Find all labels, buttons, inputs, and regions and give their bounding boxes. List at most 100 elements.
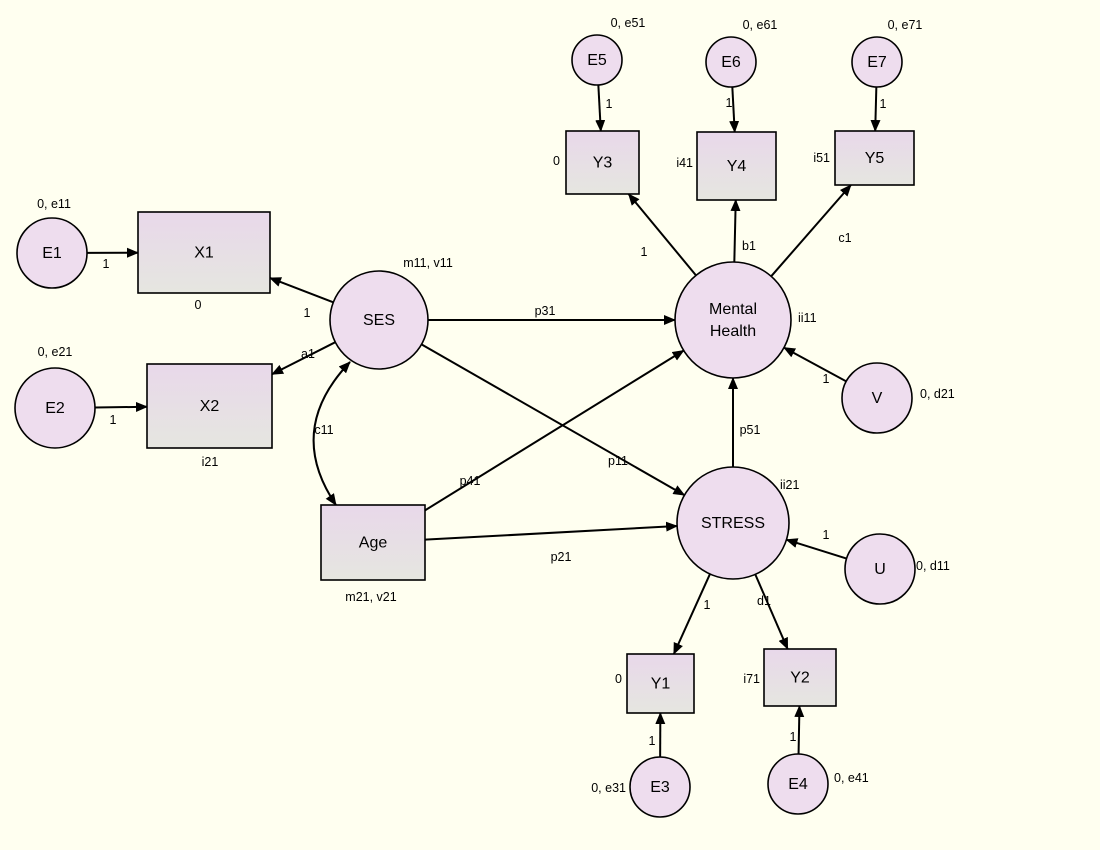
path-coefficient-label: b1 — [742, 239, 756, 253]
variable-name: Age — [359, 535, 388, 552]
variable-parameter-label: 0 — [553, 154, 560, 168]
latent-variable-e6: E6 — [705, 36, 757, 88]
variable-name: E1 — [42, 245, 62, 262]
variable-parameter-label: i51 — [813, 151, 830, 165]
variable-name: Y1 — [651, 676, 671, 693]
variable-circle — [14, 367, 96, 449]
path-arrow-stress-to-y1 — [672, 573, 711, 655]
variable-box — [137, 211, 271, 294]
path-arrow-stress-to-y2 — [754, 573, 789, 650]
path-arrow-ses-to-x2 — [271, 341, 336, 376]
latent-variable-e7: E7 — [851, 36, 903, 88]
path-arrow-mh-to-y4 — [730, 199, 741, 263]
variable-name: SES — [363, 312, 395, 329]
variable-name: V — [872, 390, 883, 407]
variable-circle — [841, 362, 913, 434]
variable-parameter-label: 0, e21 — [38, 345, 73, 359]
path-arrow-ses-to-x1 — [269, 277, 334, 304]
latent-variable-e2: E2 — [14, 367, 96, 449]
variable-parameter-label: 0, e71 — [888, 18, 923, 32]
path-arrow-mh-to-y3 — [627, 193, 697, 276]
variable-parameter-label: 0, e51 — [611, 16, 646, 30]
observed-variable-x1: X1 — [137, 211, 271, 294]
variable-parameter-label: 0, e11 — [37, 197, 71, 211]
variable-name: Y2 — [790, 670, 810, 687]
path-coefficient-label: 1 — [103, 257, 110, 271]
path-coefficient-label: 1 — [606, 97, 613, 111]
variable-name: Y5 — [865, 150, 885, 167]
observed-variable-y4: Y4 — [696, 131, 777, 201]
variable-circle — [571, 34, 623, 86]
latent-variable-e1: E1 — [16, 217, 88, 289]
path-arrow-ses-to-stress — [421, 343, 686, 497]
path-arrow-age-to-mh — [424, 349, 685, 512]
variable-circle — [676, 466, 790, 580]
path-coefficient-label: 1 — [880, 97, 887, 111]
path-coefficient-label: c1 — [838, 231, 851, 245]
variable-name: Y4 — [727, 158, 747, 175]
variable-name: E3 — [650, 779, 670, 796]
path-coefficient-label: 1 — [823, 372, 830, 386]
latent-variable-v: V — [841, 362, 913, 434]
observed-variable-age: Age — [320, 504, 426, 581]
variable-parameter-label: 0, e61 — [743, 18, 778, 32]
variable-name: Health — [710, 323, 756, 340]
variable-circle — [767, 753, 829, 815]
variable-parameter-label: 0, d21 — [920, 387, 955, 401]
variable-box — [763, 648, 837, 707]
variable-box — [834, 130, 915, 186]
variable-parameter-label: m21, v21 — [345, 590, 396, 604]
variable-parameter-label: 0, e41 — [834, 771, 869, 785]
variable-name: E7 — [867, 54, 887, 71]
variable-parameter-label: ii21 — [780, 478, 800, 492]
variable-name: X1 — [194, 245, 214, 262]
variable-parameter-label: 0 — [615, 672, 622, 686]
path-arrow-u-to-stress — [785, 538, 847, 560]
variable-name: Mental — [709, 301, 757, 318]
observed-variable-y1: Y1 — [626, 653, 695, 714]
variable-box — [320, 504, 426, 581]
path-coefficient-label: a1 — [301, 347, 315, 361]
latent-variable-e3: E3 — [629, 756, 691, 818]
variable-parameter-label: 0 — [195, 298, 202, 312]
path-coefficient-label: p11 — [608, 454, 628, 468]
path-coefficient-label: 1 — [726, 96, 733, 110]
observed-variable-x2: X2 — [146, 363, 273, 449]
variable-box — [565, 130, 640, 195]
latent-variable-e4: E4 — [767, 753, 829, 815]
path-coefficient-label: 1 — [304, 306, 311, 320]
variable-circle — [16, 217, 88, 289]
covariance-label: c11 — [314, 423, 333, 437]
variable-circle — [674, 261, 792, 379]
variable-circle — [329, 270, 429, 370]
path-arrow-age-to-stress — [424, 521, 679, 541]
latent-variable-ses: SES — [329, 270, 429, 370]
variable-name: E2 — [45, 400, 65, 417]
observed-variable-y3: Y3 — [565, 130, 640, 195]
variable-parameter-label: 0, d11 — [916, 559, 950, 573]
path-arrow-e4-to-y2 — [794, 705, 805, 755]
covariance-arrow-ses-age — [312, 361, 351, 506]
variable-box — [626, 653, 695, 714]
variable-parameter-label: i71 — [743, 672, 760, 686]
variable-name: E4 — [788, 776, 808, 793]
path-arrow-e2-to-x2 — [94, 401, 148, 412]
variable-parameter-label: i41 — [676, 156, 693, 170]
variable-parameter-label: ii11 — [798, 311, 817, 325]
variable-name: STRESS — [701, 515, 765, 532]
variable-circle — [629, 756, 691, 818]
variable-name: E6 — [721, 54, 741, 71]
variable-parameter-label: m11, v11 — [403, 256, 453, 270]
path-coefficient-label: p21 — [551, 550, 572, 564]
path-coefficient-label: 1 — [790, 730, 797, 744]
path-coefficient-label: p51 — [740, 423, 761, 437]
latent-variable-stress: STRESS — [676, 466, 790, 580]
variable-box — [146, 363, 273, 449]
path-coefficient-label: d1 — [757, 594, 771, 608]
path-coefficient-label: 1 — [110, 413, 117, 427]
observed-variable-y2: Y2 — [763, 648, 837, 707]
path-coefficient-label: p31 — [535, 304, 556, 318]
